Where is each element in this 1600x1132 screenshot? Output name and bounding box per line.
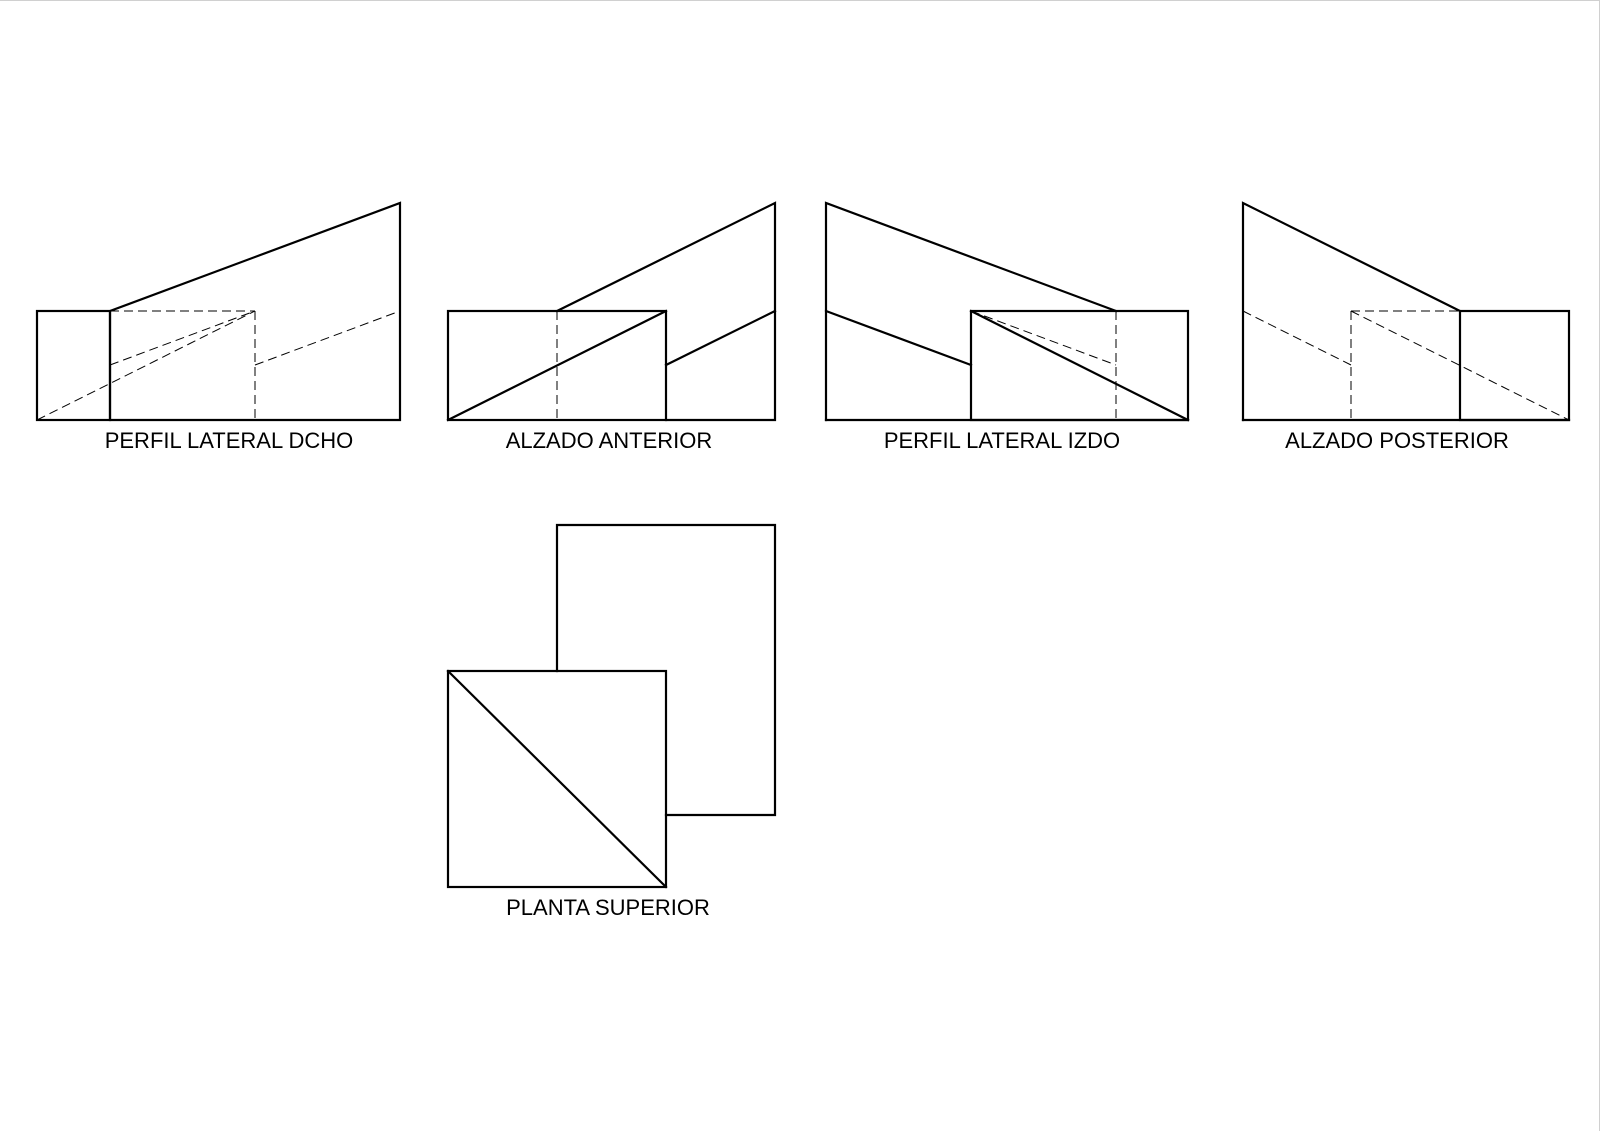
wedge-outline <box>108 201 402 422</box>
front-block-diagonal <box>446 669 668 889</box>
wedge-outline <box>824 201 1118 367</box>
left-block-outline <box>35 309 112 422</box>
right-block-outline <box>1458 309 1571 422</box>
right-block-diagonal <box>969 309 1190 422</box>
wedge-outline <box>1241 201 1462 422</box>
view-label-planta-superior: PLANTA SUPERIOR <box>506 895 710 920</box>
view-label-alzado-anterior: ALZADO ANTERIOR <box>506 428 713 453</box>
right-block-outline <box>969 309 1190 422</box>
view-alzado-anterior: ALZADO ANTERIOR <box>446 201 777 453</box>
hidden-edge-slope-right <box>254 310 401 366</box>
hidden-edge-diagonal <box>1350 310 1570 421</box>
view-planta-superior: PLANTA SUPERIOR <box>446 523 777 920</box>
view-label-perfil-lateral-izdo: PERFIL LATERAL IZDO <box>884 428 1120 453</box>
view-alzado-posterior: ALZADO POSTERIOR <box>1241 201 1571 453</box>
hidden-edge-slope-left <box>109 310 256 366</box>
hidden-edge-diagonal <box>36 310 256 421</box>
hidden-edge-slope <box>970 310 1117 366</box>
front-block-outline <box>446 669 668 889</box>
view-label-alzado-posterior: ALZADO POSTERIOR <box>1285 428 1509 453</box>
view-label-perfil-lateral-dcho: PERFIL LATERAL DCHO <box>105 428 354 453</box>
view-perfil-lateral-izdo: PERFIL LATERAL IZDO <box>824 201 1190 453</box>
rear-wedge-slope <box>664 309 777 367</box>
rear-block-outline <box>555 523 777 817</box>
view-perfil-lateral-dcho: PERFIL LATERAL DCHO <box>35 201 402 453</box>
hidden-edge-slope <box>1242 310 1352 366</box>
front-block-diagonal <box>446 309 668 422</box>
